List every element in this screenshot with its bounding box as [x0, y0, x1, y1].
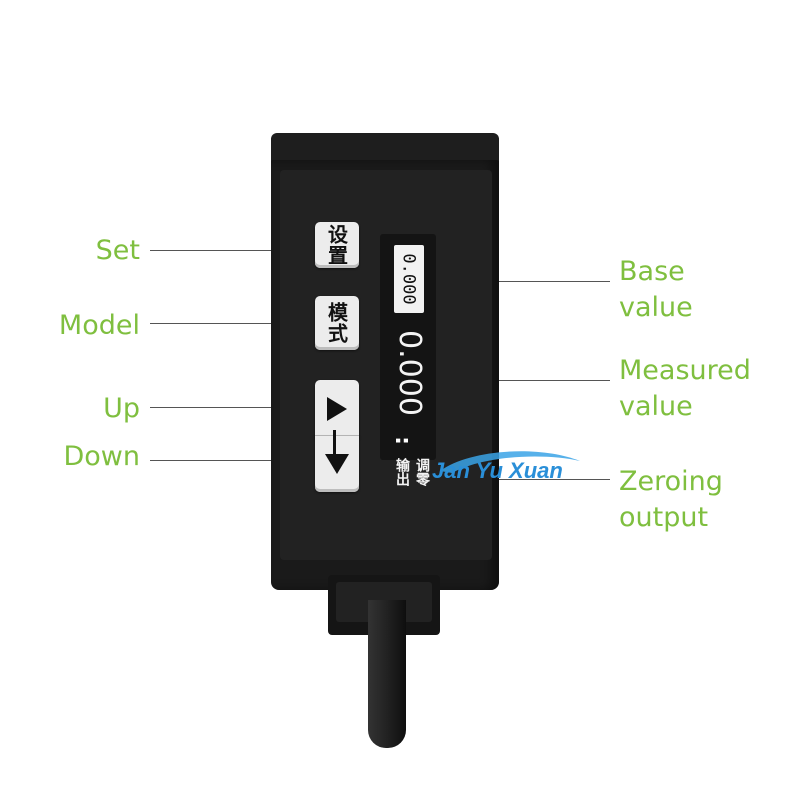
watermark-logo-swoosh: [440, 451, 580, 473]
set-button[interactable]: 设置: [315, 222, 359, 268]
callout-zeroing-output: Zeroing output: [619, 466, 723, 533]
button-divider: [333, 430, 336, 460]
callout-line-model: [150, 323, 315, 324]
base-value-display: 0.000: [394, 245, 424, 313]
callout-line-zeroing-output: [430, 479, 610, 480]
display-colon: :: [389, 436, 415, 445]
callout-line-set: [150, 250, 315, 251]
callout-model: Model: [58, 310, 140, 341]
callout-line-base-value: [425, 281, 610, 282]
up-button[interactable]: [315, 380, 359, 438]
callout-line-measured-value: [436, 380, 610, 381]
measured-value-display: 0.000: [392, 330, 427, 416]
callout-line-up: [150, 407, 315, 408]
callout-up: Up: [103, 393, 140, 424]
output-label: 输出: [394, 458, 410, 486]
mode-button-label: 模式: [324, 302, 349, 344]
callout-set: Set: [95, 235, 140, 266]
callout-measured-value: Measured value: [619, 355, 751, 422]
triangle-down-icon: [325, 454, 349, 474]
watermark-text: Jan Yu Xuan: [432, 458, 563, 483]
callout-base-value: Base value: [619, 256, 693, 323]
set-button-label: 设置: [324, 224, 349, 266]
base-value-text: 0.000: [399, 253, 419, 305]
callout-line-down: [150, 460, 315, 461]
zeroing-label: 调零: [414, 458, 430, 486]
mode-button[interactable]: 模式: [315, 296, 359, 350]
down-button[interactable]: [315, 436, 359, 492]
cable: [368, 600, 406, 748]
callout-down: Down: [63, 441, 140, 472]
triangle-up-icon: [327, 397, 347, 421]
